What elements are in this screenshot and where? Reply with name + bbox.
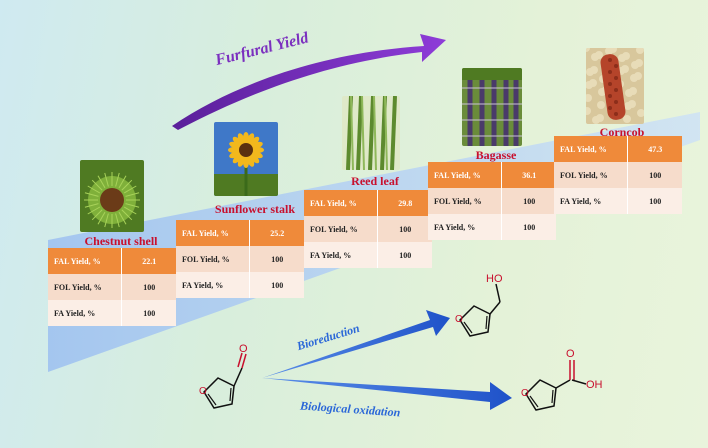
feedstock-title: Sunflower stalk xyxy=(214,202,296,216)
reed-icon xyxy=(342,96,400,170)
feedstock-title: Chestnut shell xyxy=(84,234,158,248)
fa-value: 100 xyxy=(377,242,432,268)
fol-value: 100 xyxy=(627,162,682,188)
table-row: FAL Yield, % 36.1 xyxy=(428,162,556,188)
fal-value: 22.1 xyxy=(121,248,176,274)
fal-value: 36.1 xyxy=(501,162,556,188)
fa-label: FA Yield, % xyxy=(434,222,476,232)
fa-label: FA Yield, % xyxy=(310,250,352,260)
fol-value: 100 xyxy=(249,246,304,272)
svg-text:O: O xyxy=(455,314,463,325)
fa-value: 100 xyxy=(501,214,556,240)
fol-label: FOL Yield, % xyxy=(560,170,608,180)
feedstock-title: Reed leaf xyxy=(351,174,399,188)
table-row: FAL Yield, % 25.2 xyxy=(176,220,304,246)
fa-value: 100 xyxy=(627,188,682,214)
fol-label: FOL Yield, % xyxy=(310,224,358,234)
sugarcane-icon xyxy=(462,68,522,146)
svg-text:O: O xyxy=(521,388,529,399)
corncob-icon xyxy=(586,48,644,124)
fa-label: FA Yield, % xyxy=(560,196,602,206)
fal-label: FAL Yield, % xyxy=(54,256,101,266)
svg-text:OH: OH xyxy=(586,379,603,391)
svg-text:HO: HO xyxy=(486,273,503,285)
fol-label: FOL Yield, % xyxy=(182,254,230,264)
feedstock-title: Bagasse xyxy=(475,148,517,162)
chestnut-icon xyxy=(80,160,144,232)
fal-label: FAL Yield, % xyxy=(434,170,481,180)
sunflower-icon xyxy=(214,122,278,196)
fa-value: 100 xyxy=(121,300,176,326)
fa-label: FA Yield, % xyxy=(182,280,224,290)
svg-text:O: O xyxy=(239,343,248,355)
fol-value: 100 xyxy=(121,274,176,300)
fal-value: 25.2 xyxy=(249,220,304,246)
fol-label: FOL Yield, % xyxy=(54,282,102,292)
furfural-molecule: O O xyxy=(199,343,248,409)
table-row: FOL Yield, % 100 xyxy=(554,162,682,188)
fa-label: FA Yield, % xyxy=(54,308,96,318)
fal-label: FAL Yield, % xyxy=(310,198,357,208)
fal-value: 47.3 xyxy=(627,136,682,162)
table-row: FAL Yield, % 22.1 xyxy=(48,248,176,274)
furoic-acid-molecule: O OH O xyxy=(521,348,603,411)
fol-value: 100 xyxy=(501,188,556,214)
table-row: FA Yield, % 100 xyxy=(48,300,176,326)
fal-value: 29.8 xyxy=(377,190,432,216)
furfural-yield-arrow xyxy=(172,34,446,130)
table-row: FA Yield, % 100 xyxy=(304,242,432,268)
table-row: FOL Yield, % 100 xyxy=(304,216,432,242)
feedstock-title: Corncob xyxy=(599,125,645,139)
table-row: FOL Yield, % 100 xyxy=(176,246,304,272)
table-row: FOL Yield, % 100 xyxy=(48,274,176,300)
fal-label: FAL Yield, % xyxy=(182,228,229,238)
fa-value: 100 xyxy=(249,272,304,298)
table-row: FOL Yield, % 100 xyxy=(428,188,556,214)
fal-label: FAL Yield, % xyxy=(560,144,607,154)
furfuryl-alcohol-molecule: HO O xyxy=(455,273,503,337)
table-row: FAL Yield, % 29.8 xyxy=(304,190,432,216)
table-row: FAL Yield, % 47.3 xyxy=(554,136,682,162)
svg-text:O: O xyxy=(566,348,575,360)
svg-text:O: O xyxy=(199,386,207,397)
fol-value: 100 xyxy=(377,216,432,242)
table-row: FA Yield, % 100 xyxy=(428,214,556,240)
table-row: FA Yield, % 100 xyxy=(176,272,304,298)
table-row: FA Yield, % 100 xyxy=(554,188,682,214)
bioreduction-arrow xyxy=(262,310,450,378)
fol-label: FOL Yield, % xyxy=(434,196,482,206)
oxidation-arrow xyxy=(262,378,512,410)
